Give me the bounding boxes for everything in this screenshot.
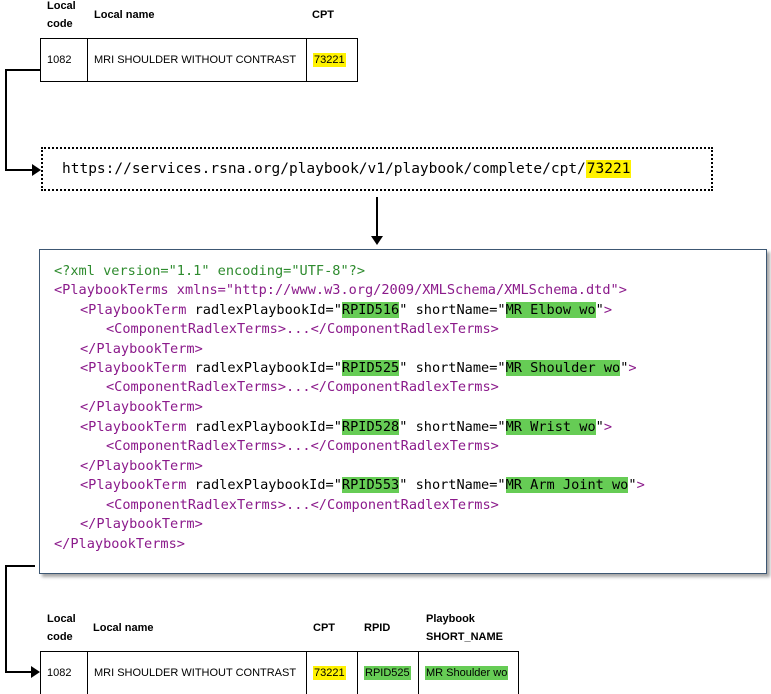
xml-root-open: <PlaybookTerms xmlns="http://www.w3.org/… bbox=[54, 282, 627, 298]
bottom-header-local-name: Local name bbox=[93, 622, 154, 634]
xml-declaration: <?xml version="1.1" encoding="UTF-8"?> bbox=[54, 263, 365, 279]
bottom-header-short-name: Playbook SHORT_NAME bbox=[426, 613, 504, 643]
api-url-box: https://services.rsna.org/playbook/v1/pl… bbox=[41, 147, 713, 191]
bottom-cell-rpid: RPID525 bbox=[358, 652, 419, 694]
xml-component-terms: <ComponentRadlexTerms>...</ComponentRadl… bbox=[106, 321, 499, 337]
connector-top-horizontal-start bbox=[5, 69, 41, 71]
xml-term-close: </PlaybookTerm> bbox=[80, 458, 203, 474]
arrow-to-url bbox=[32, 164, 41, 176]
xml-shortname-highlight: MR Arm Joint wo bbox=[505, 477, 629, 493]
bottom-cpt-highlight: 73221 bbox=[313, 666, 346, 680]
xml-term-close: </PlaybookTerm> bbox=[80, 516, 203, 532]
bottom-header-rpid: RPID bbox=[364, 622, 391, 634]
arrow-to-bottom-table bbox=[31, 666, 40, 678]
xml-shortname-highlight: MR Shoulder wo bbox=[505, 360, 621, 376]
xml-component-terms: <ComponentRadlexTerms>...</ComponentRadl… bbox=[106, 497, 499, 513]
connector-bottom-horizontal-end bbox=[5, 671, 32, 673]
connector-bottom-vertical-left bbox=[5, 565, 7, 673]
xml-rpid-highlight: RPID516 bbox=[341, 302, 400, 318]
top-cell-local-name: MRI SHOULDER WITHOUT CONTRAST bbox=[88, 39, 307, 81]
top-header-local-name: Local name bbox=[94, 9, 155, 21]
arrow-to-xml bbox=[371, 236, 383, 245]
bottom-cell-short-name: MR Shoulder wo bbox=[419, 652, 518, 694]
xml-response-box: <?xml version="1.1" encoding="UTF-8"?> <… bbox=[39, 249, 767, 574]
top-table-row: 1082 MRI SHOULDER WITHOUT CONTRAST 73221 bbox=[40, 38, 358, 82]
xml-rpid-highlight: RPID525 bbox=[341, 360, 400, 376]
xml-shortname-highlight: MR Elbow wo bbox=[505, 302, 596, 318]
top-header-cpt: CPT bbox=[312, 9, 334, 21]
bottom-short-name-highlight: MR Shoulder wo bbox=[425, 666, 509, 680]
xml-term-close: </PlaybookTerm> bbox=[80, 341, 203, 357]
connector-top-vertical-left bbox=[5, 69, 7, 171]
xml-term-open: <PlaybookTerm radlexPlaybookId="RPID553"… bbox=[80, 477, 645, 493]
top-cell-cpt: 73221 bbox=[307, 39, 357, 81]
xml-root-close: </PlaybookTerms> bbox=[54, 536, 185, 552]
xml-term-open: <PlaybookTerm radlexPlaybookId="RPID516"… bbox=[80, 302, 613, 318]
xml-term-open: <PlaybookTerm radlexPlaybookId="RPID528"… bbox=[80, 419, 613, 435]
bottom-header-cpt: CPT bbox=[313, 622, 335, 634]
xml-component-terms: <ComponentRadlexTerms>...</ComponentRadl… bbox=[106, 379, 499, 395]
bottom-header-local-code: Local code bbox=[47, 613, 76, 643]
bottom-cell-cpt: 73221 bbox=[307, 652, 358, 694]
xml-term-open: <PlaybookTerm radlexPlaybookId="RPID525"… bbox=[80, 360, 637, 376]
top-header-local-code: Local code bbox=[47, 0, 76, 30]
bottom-rpid-highlight: RPID525 bbox=[364, 666, 411, 680]
top-cell-local-code: 1082 bbox=[41, 39, 88, 81]
url-prefix: https://services.rsna.org/playbook/v1/pl… bbox=[62, 161, 586, 177]
top-cpt-highlight: 73221 bbox=[313, 53, 346, 67]
connector-url-to-xml bbox=[376, 197, 378, 237]
xml-component-terms: <ComponentRadlexTerms>...</ComponentRadl… bbox=[106, 438, 499, 454]
connector-bottom-horizontal-start bbox=[5, 565, 35, 567]
xml-term-close: </PlaybookTerm> bbox=[80, 399, 203, 415]
xml-rpid-highlight: RPID553 bbox=[341, 477, 400, 493]
xml-shortname-highlight: MR Wrist wo bbox=[505, 419, 596, 435]
xml-rpid-highlight: RPID528 bbox=[341, 419, 400, 435]
bottom-table-row: 1082 MRI SHOULDER WITHOUT CONTRAST 73221… bbox=[40, 651, 519, 694]
bottom-cell-local-code: 1082 bbox=[41, 652, 88, 694]
connector-top-horizontal-end bbox=[5, 169, 33, 171]
bottom-cell-local-name: MRI SHOULDER WITHOUT CONTRAST bbox=[88, 652, 307, 694]
url-cpt-highlight: 73221 bbox=[585, 160, 632, 178]
